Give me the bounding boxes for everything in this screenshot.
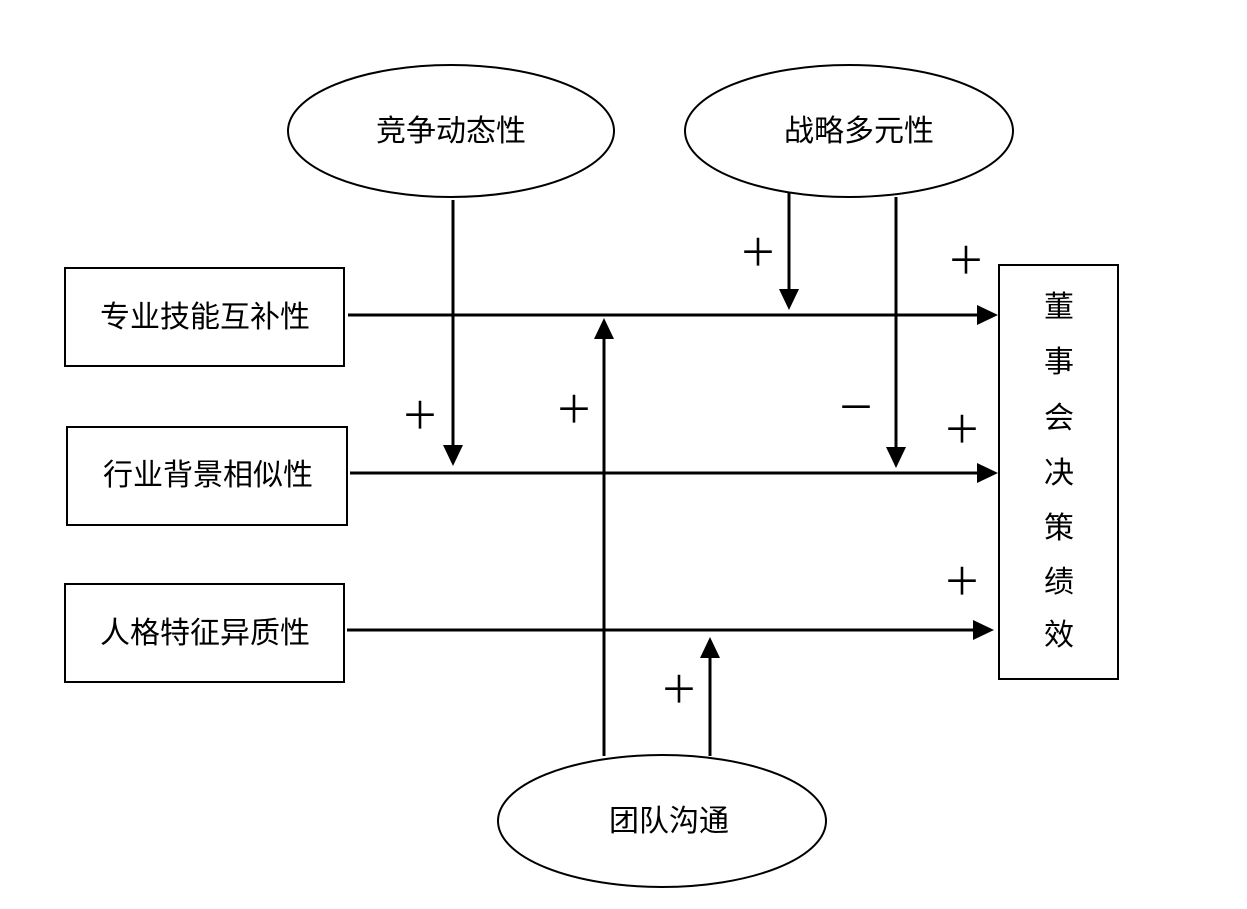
outcome-char: 事 <box>1044 345 1074 380</box>
skill-to-outcome-arrow <box>348 305 998 325</box>
team-communication-label: 团队沟通 <box>609 804 729 839</box>
strategy-industry-moderation-sign: － <box>837 386 875 430</box>
strategy-skill-moderation-sign: ＋ <box>739 231 777 275</box>
communication-personality-moderation-sign: ＋ <box>660 668 698 712</box>
competition-dynamics-node: 竞争动态性 <box>287 64 615 198</box>
industry-similarity-label: 行业背景相似性 <box>103 458 313 493</box>
outcome-char: 董 <box>1044 290 1074 325</box>
skill-complementarity-label: 专业技能互补性 <box>100 300 310 335</box>
competition-dynamics-label: 竞争动态性 <box>376 114 526 149</box>
industry-similarity-node: 行业背景相似性 <box>66 426 348 526</box>
outcome-char: 效 <box>1044 618 1074 653</box>
skill-main-effect-sign: ＋ <box>947 239 985 283</box>
personality-main-effect-sign: ＋ <box>943 560 981 604</box>
strategic-diversity-label: 战略多元性 <box>784 114 934 149</box>
strategy-moderation-industry-arrow <box>886 197 906 468</box>
outcome-char: 策 <box>1044 511 1074 546</box>
personality-heterogeneity-label: 人格特征异质性 <box>100 616 310 651</box>
team-communication-node: 团队沟通 <box>497 754 827 888</box>
outcome-char: 会 <box>1044 401 1074 436</box>
communication-moderation-skill-arrow <box>594 318 614 756</box>
communication-moderation-personality-arrow <box>700 637 720 756</box>
personality-to-outcome-arrow <box>347 620 994 640</box>
industry-to-outcome-arrow <box>350 463 998 483</box>
outcome-char: 绩 <box>1044 565 1074 600</box>
competition-moderation-sign: ＋ <box>401 394 439 438</box>
board-decision-performance-node: 董 事 会 决 策 绩 效 <box>998 264 1119 680</box>
skill-complementarity-node: 专业技能互补性 <box>64 267 345 367</box>
strategic-diversity-node: 战略多元性 <box>684 64 1014 198</box>
personality-heterogeneity-node: 人格特征异质性 <box>64 583 345 683</box>
outcome-char: 决 <box>1044 456 1074 491</box>
strategy-moderation-skill-arrow <box>779 193 799 310</box>
competition-moderation-arrow <box>443 200 463 466</box>
industry-main-effect-sign: ＋ <box>943 408 981 452</box>
communication-skill-moderation-sign: ＋ <box>555 388 593 432</box>
